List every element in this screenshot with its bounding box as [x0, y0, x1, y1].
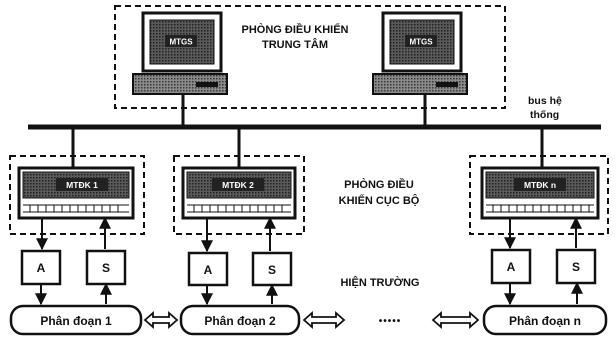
sensor-n-label: S	[572, 260, 580, 274]
actuator-2-label: A	[204, 263, 213, 277]
segment-n-label: Phân đoạn n	[509, 314, 581, 328]
bus-label-line1: bus hệ	[528, 95, 562, 107]
central-computer-right-label: MTGS	[409, 38, 433, 47]
double-arrow-dots-n	[433, 313, 478, 327]
bus-label-line2: thống	[530, 109, 559, 121]
sensor-1-label: S	[102, 261, 110, 275]
segment-1-label: Phân đoạn 1	[40, 314, 112, 328]
double-arrow-1-2	[145, 313, 177, 327]
segment-2-label: Phân đoạn 2	[204, 314, 276, 328]
local-room-label-line2: KHIỂN CỤC BỘ	[339, 194, 420, 207]
controller-1-label: MTĐK 1	[66, 180, 98, 190]
central-computer-left: MTGS	[133, 13, 227, 94]
central-room-label-line2: TRUNG TÂM	[262, 38, 328, 51]
controller-n-label: MTĐK n	[524, 180, 556, 190]
field-label: HIỆN TRƯỜNG	[340, 276, 419, 289]
controller-2-label: MTĐK 2	[222, 180, 254, 190]
sensor-2-label: S	[268, 263, 276, 277]
station-n: MTĐK n A S Phân đoạn n	[470, 156, 608, 334]
local-room-label-line1: PHÒNG ĐIỀU	[344, 178, 414, 191]
central-computer-left-label: MTGS	[169, 38, 193, 47]
station-1: MTĐK 1 A S Phân đoạn 1	[10, 156, 144, 334]
actuator-n-label: A	[507, 260, 516, 274]
ellipsis-dots: •••••	[379, 316, 402, 327]
central-computer-right: MTGS	[373, 13, 467, 94]
actuator-1-label: A	[37, 261, 46, 275]
station-2: MTĐK 2 A S Phân đoạn 2	[174, 156, 304, 334]
double-arrow-2-dots	[304, 313, 344, 327]
central-room-label-line1: PHÒNG ĐIỀU KHIỂN	[242, 23, 349, 36]
